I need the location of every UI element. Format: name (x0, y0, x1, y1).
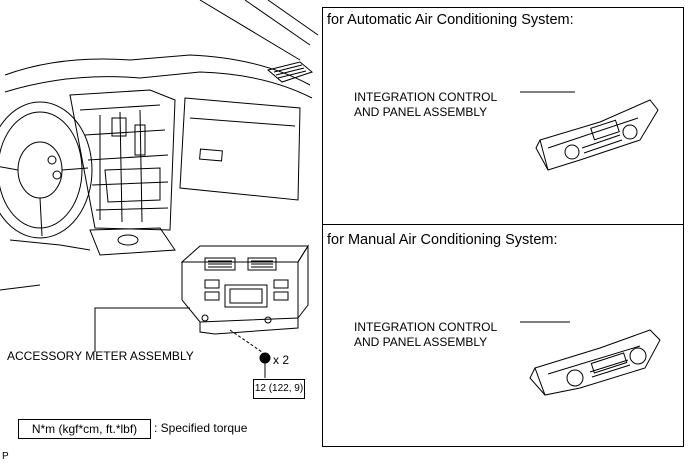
screw-quantity-label: x 2 (273, 353, 290, 367)
torque-unit-box: N*m (kgf*cm, ft.*lbf) (18, 419, 151, 439)
specified-torque-label: : Specified torque (154, 421, 248, 435)
manual-ac-header: for Manual Air Conditioning System: (327, 232, 558, 248)
automatic-ac-header: for Automatic Air Conditioning System: (327, 12, 574, 28)
automatic-part-label-line2: AND PANEL ASSEMBLY (354, 105, 488, 119)
torque-value-box: 12 (122, 9) (253, 379, 305, 399)
manual-part-label-line2: AND PANEL ASSEMBLY (354, 335, 488, 349)
footer-code: P (2, 451, 9, 462)
accessory-meter-label: ACCESSORY METER ASSEMBLY (7, 349, 194, 363)
manual-part-label-line1: INTEGRATION CONTROL (354, 320, 498, 334)
automatic-part-label-line1: INTEGRATION CONTROL (354, 90, 498, 104)
